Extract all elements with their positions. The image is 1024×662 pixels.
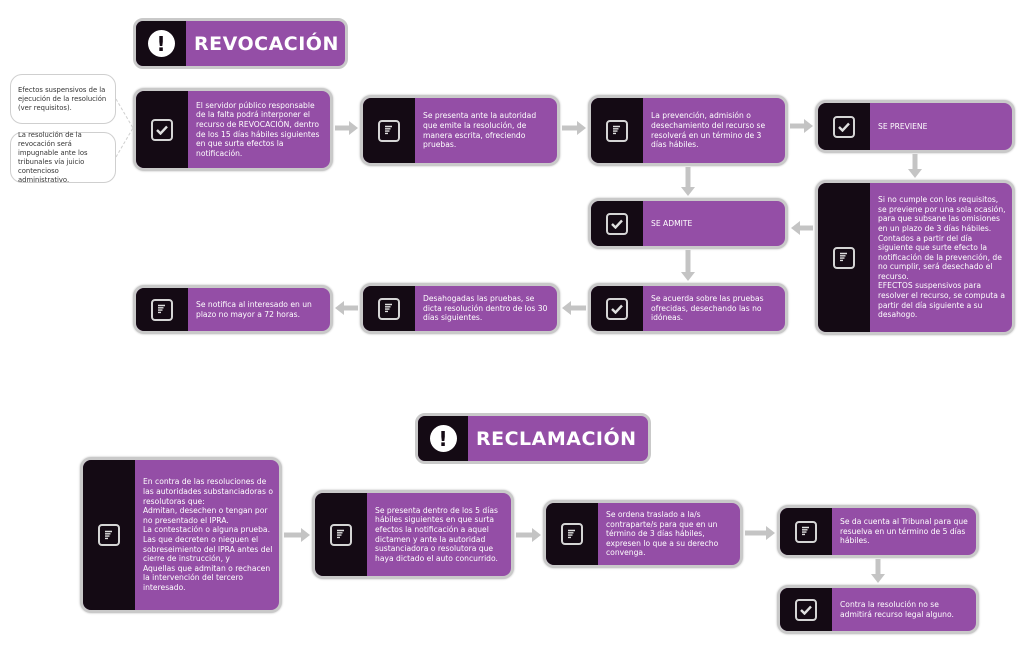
- arrow-2: [562, 121, 586, 135]
- exclamation-icon: !: [429, 425, 457, 452]
- note-connector-2: [115, 127, 134, 158]
- document-icon: [561, 523, 583, 545]
- reclamacion-step-1: En contra de las resoluciones de las aut…: [80, 457, 282, 613]
- step-icon-strip: [83, 460, 135, 610]
- step-text: Se notifica al interesado en un plazo no…: [196, 299, 312, 319]
- step-text: Si no cumple con los requisitos, se prev…: [878, 195, 1006, 320]
- step-text: SE PREVIENE: [878, 121, 928, 131]
- revocacion-step-8: Desahogadas las pruebas, se dicta resolu…: [360, 283, 560, 334]
- step-text: La prevención, admisión o desechamiento …: [651, 111, 766, 150]
- reclamacion-step-2: Se presenta dentro de los 5 días hábiles…: [312, 490, 514, 579]
- arrow-1: [335, 121, 358, 135]
- revocacion-step-1: El servidor público responsable de la fa…: [133, 88, 333, 171]
- note-connector-1: [115, 98, 134, 129]
- note-efectos-suspensivos: Efectos suspensivos de la ejecución de l…: [10, 74, 116, 124]
- arrow-11: [516, 528, 541, 542]
- step-icon-strip: [818, 183, 870, 332]
- check-icon: [795, 598, 817, 621]
- document-icon: [330, 523, 352, 546]
- reclamacion-title: RECLAMACIÓN: [476, 427, 637, 450]
- arrow-3: [790, 119, 813, 133]
- step-text: Se da cuenta al Tribunal para que resuel…: [840, 517, 968, 546]
- step-text: Se acuerda sobre las pruebas ofrecidas, …: [651, 294, 764, 323]
- document-icon: [606, 119, 628, 142]
- revocacion-step-9: Se notifica al interesado en un plazo no…: [133, 285, 333, 334]
- document-icon: [98, 524, 120, 546]
- revocacion-step-3: La prevención, admisión o desechamiento …: [588, 95, 788, 166]
- reclamacion-step-3: Se ordena traslado a la/s contraparte/s …: [543, 500, 743, 568]
- document-icon: [378, 297, 400, 320]
- document-icon: [151, 298, 173, 321]
- revocacion-title: REVOCACIÓN: [194, 32, 339, 55]
- check-icon: [606, 212, 628, 235]
- arrow-5: [681, 167, 695, 196]
- arrow-7: [681, 250, 695, 281]
- step-text: SE ADMITE: [651, 218, 693, 228]
- note-impugnable: La resolución de la revocación será impu…: [10, 131, 116, 184]
- step-text: Desahogadas las pruebas, se dicta resolu…: [423, 294, 548, 323]
- step-icon-strip: [363, 98, 415, 163]
- revocacion-step-4: SE PREVIENE: [815, 100, 1015, 153]
- step-icon-strip: [591, 286, 643, 331]
- document-icon: [833, 246, 855, 269]
- arrow-8: [562, 301, 586, 315]
- step-icon-strip: [363, 286, 415, 331]
- step-icon-strip: [315, 493, 367, 576]
- step-icon-strip: [818, 103, 870, 150]
- check-icon: [151, 118, 173, 141]
- check-icon: [833, 115, 855, 138]
- step-icon-strip: [591, 98, 643, 163]
- reclamacion-title-banner: ! RECLAMACIÓN: [415, 413, 651, 464]
- step-text: Se ordena traslado a la/s contraparte/s …: [606, 510, 719, 558]
- step-icon-strip: [136, 91, 188, 168]
- arrow-13: [871, 559, 885, 583]
- document-icon: [378, 119, 400, 142]
- arrow-6: [791, 221, 813, 235]
- step-text: Se presenta dentro de los 5 días hábiles…: [375, 505, 498, 563]
- arrow-9: [335, 301, 358, 315]
- revocacion-title-banner: ! REVOCACIÓN: [133, 18, 348, 69]
- step-icon-strip: [591, 201, 643, 246]
- revocacion-step-6: SE ADMITE: [588, 198, 788, 249]
- step-text: En contra de las resoluciones de las aut…: [143, 477, 273, 592]
- reclamacion-step-4: Se da cuenta al Tribunal para que resuel…: [777, 505, 979, 558]
- arrow-4: [908, 154, 922, 178]
- exclamation-icon: !: [147, 30, 175, 57]
- step-icon-strip: [780, 588, 832, 631]
- step-icon-strip: [136, 288, 188, 331]
- revocacion-step-2: Se presenta ante la autoridad que emite …: [360, 95, 560, 166]
- arrow-10: [284, 528, 310, 542]
- step-icon-strip: [780, 508, 832, 555]
- arrow-12: [745, 526, 775, 540]
- step-text: Se presenta ante la autoridad que emite …: [423, 111, 537, 150]
- document-icon: [795, 520, 817, 543]
- reclamacion-step-5: Contra la resolución no se admitirá recu…: [777, 585, 979, 634]
- revocacion-step-5: Si no cumple con los requisitos, se prev…: [815, 180, 1015, 335]
- step-text: Contra la resolución no se admitirá recu…: [840, 599, 954, 619]
- check-icon: [606, 297, 628, 320]
- revocacion-step-7: Se acuerda sobre las pruebas ofrecidas, …: [588, 283, 788, 334]
- step-icon-strip: [546, 503, 598, 565]
- step-text: El servidor público responsable de la fa…: [196, 100, 320, 158]
